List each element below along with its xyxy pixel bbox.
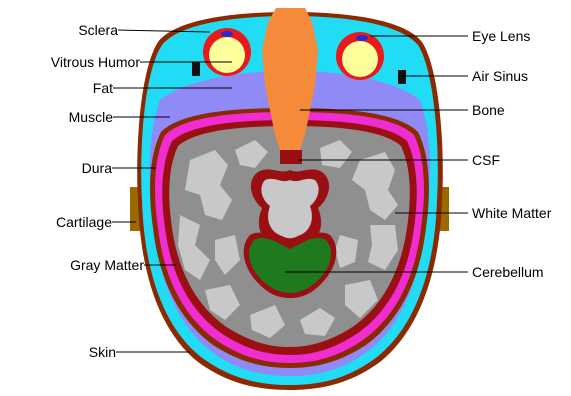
label-csf: CSF	[472, 152, 500, 168]
eye-lens-right	[356, 35, 368, 41]
left-eye	[203, 28, 251, 76]
air-sinus-right	[398, 70, 406, 84]
csf-region	[280, 150, 302, 164]
label-cerebellum: Cerebellum	[472, 264, 544, 280]
label-dura: Dura	[82, 160, 112, 176]
label-fat: Fat	[93, 80, 113, 96]
label-bone: Bone	[472, 102, 505, 118]
label-vitrous-humor: Vitrous Humor	[51, 54, 140, 70]
label-air-sinus: Air Sinus	[472, 68, 528, 84]
vitrous-humor-left	[209, 37, 245, 73]
label-skin: Skin	[89, 344, 116, 360]
label-eye-lens: Eye Lens	[472, 28, 530, 44]
vitrous-humor-right	[342, 41, 378, 77]
eye-lens-left	[221, 31, 233, 37]
right-eye	[336, 32, 384, 80]
label-sclera: Sclera	[78, 22, 118, 38]
label-cartilage: Cartilage	[56, 214, 112, 230]
label-gray-matter: Gray Matter	[70, 257, 144, 273]
label-muscle: Muscle	[69, 109, 113, 125]
label-white-matter: White Matter	[472, 205, 551, 221]
air-sinus-left	[192, 62, 200, 76]
